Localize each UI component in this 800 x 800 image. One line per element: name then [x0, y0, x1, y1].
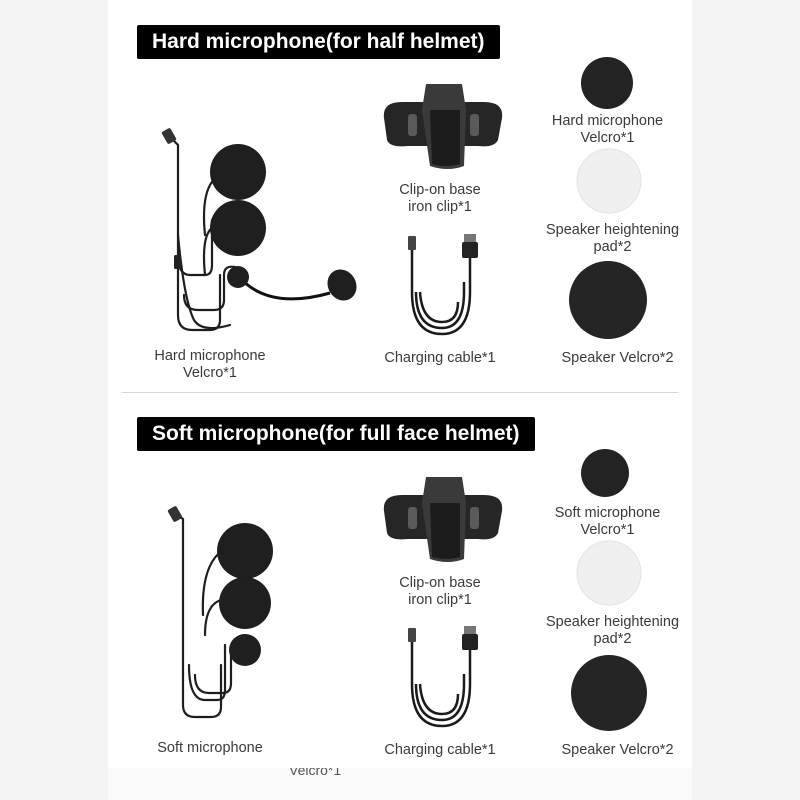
hard-headset-label: Hard microphone Velcro*1 [154, 348, 266, 381]
pad-disc-icon [576, 148, 642, 214]
charging-cable-label: Charging cable*1 [384, 350, 496, 366]
speaker-pad-label: Speaker heightening pad*2 [545, 222, 680, 255]
section-title-hard: Hard microphone(for half helmet) [137, 25, 500, 59]
clip-base-icon [383, 477, 503, 562]
section-title-soft: Soft microphone(for full face helmet) [137, 417, 535, 451]
hard-mic-headset-icon [161, 128, 357, 332]
usb-cable-icon [408, 626, 478, 728]
velcro-disc-icon [571, 655, 647, 731]
velcro-disc-icon [569, 261, 647, 339]
section-divider [122, 392, 678, 393]
pad-disc-icon [576, 540, 642, 606]
footer-strip: Velcro*1 [108, 768, 692, 800]
clip-base-label: Clip-on base iron clip*1 [399, 575, 481, 608]
soft-headset-label: Soft microphone [157, 740, 263, 756]
speaker-velcro-label: Speaker Velcro*2 [561, 350, 674, 366]
soft-mic-headset-icon [167, 506, 273, 719]
charging-cable-label: Charging cable*1 [384, 742, 496, 758]
velcro-disc-icon [581, 57, 633, 109]
clip-base-icon [383, 84, 503, 169]
speaker-pad-label: Speaker heightening pad*2 [545, 614, 680, 647]
soft-mic-velcro-label: Soft microphone Velcro*1 [554, 505, 661, 538]
hard-mic-velcro-label: Hard microphone Velcro*1 [551, 113, 664, 146]
usb-cable-icon [408, 234, 478, 336]
clip-base-label: Clip-on base iron clip*1 [399, 182, 481, 215]
velcro-disc-icon [581, 449, 629, 497]
speaker-velcro-label: Speaker Velcro*2 [561, 742, 674, 758]
footer-fragment: Velcro*1 [289, 768, 342, 778]
